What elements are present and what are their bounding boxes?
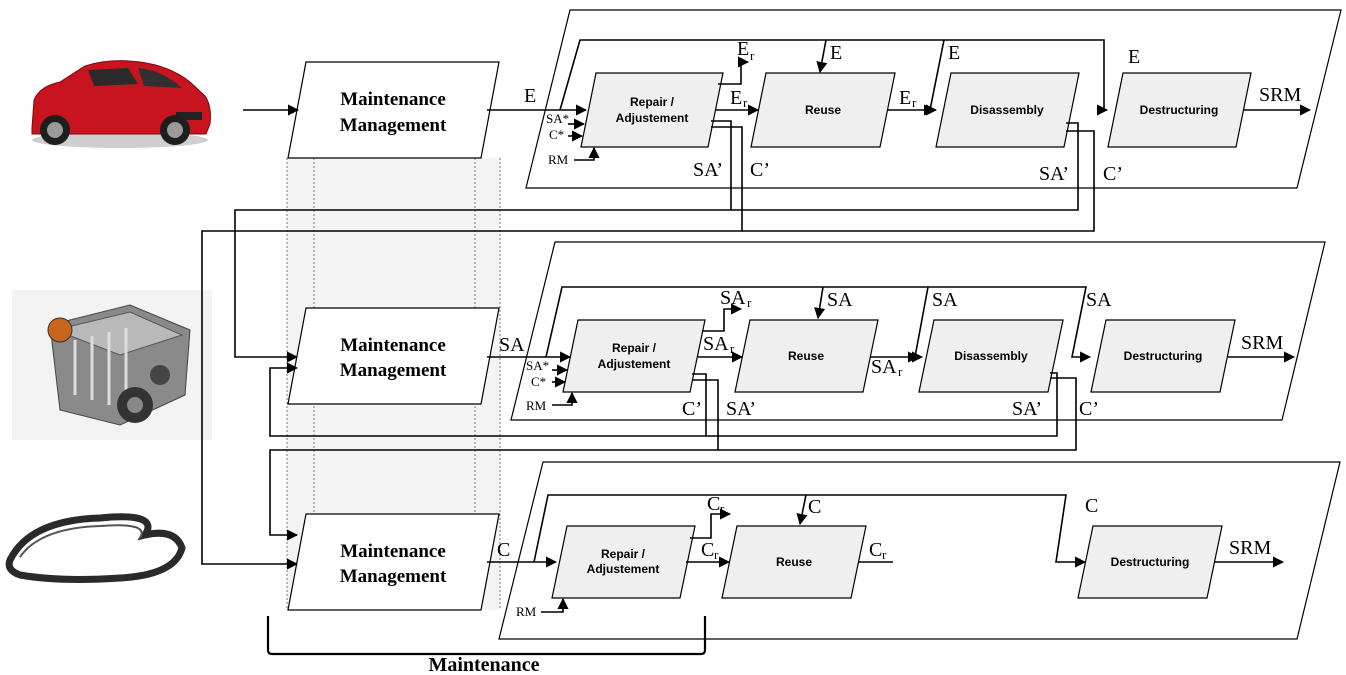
- svg-text:SA: SA: [827, 289, 853, 311]
- svg-text:SA: SA: [720, 287, 746, 309]
- maintenance-management-2: Maintenance Management: [287, 307, 500, 405]
- svg-text:SA: SA: [1086, 289, 1112, 311]
- svg-text:Destructuring: Destructuring: [1124, 349, 1203, 363]
- svg-text:Disassembly: Disassembly: [954, 349, 1028, 363]
- svg-text:Repair /: Repair /: [612, 341, 657, 355]
- svg-text:Adjustement: Adjustement: [587, 562, 660, 576]
- maintenance-bracket: [266, 616, 707, 656]
- svg-text:Disassembly: Disassembly: [970, 103, 1044, 117]
- svg-text:C*: C*: [531, 374, 546, 389]
- svg-text:C’: C’: [1103, 163, 1123, 185]
- engine-image: [12, 290, 212, 440]
- svg-text:Destructuring: Destructuring: [1140, 103, 1219, 117]
- svg-text:Maintenance: Maintenance: [340, 89, 446, 110]
- svg-text:SA’: SA’: [1039, 163, 1069, 185]
- svg-text:C: C: [497, 539, 510, 561]
- level2-repair-box: Repair / Adjustement: [562, 319, 706, 393]
- svg-text:SRM: SRM: [1229, 537, 1271, 559]
- svg-text:C’: C’: [1079, 398, 1099, 420]
- maintenance-management-1: Maintenance Management: [287, 61, 500, 159]
- belt-image: [5, 513, 186, 583]
- svg-text:r: r: [730, 341, 735, 356]
- svg-text:E: E: [830, 42, 842, 64]
- level3-connectors: [487, 494, 1285, 613]
- svg-text:C: C: [707, 493, 720, 515]
- level2-connectors: [487, 286, 1296, 406]
- feedback-loops: [201, 120, 1095, 570]
- svg-text:SA: SA: [932, 289, 958, 311]
- svg-text:SA’: SA’: [726, 398, 756, 420]
- svg-text:C’: C’: [750, 159, 770, 181]
- level3-destructuring-box: Destructuring: [1077, 525, 1223, 599]
- svg-text:Maintenance: Maintenance: [340, 335, 446, 356]
- svg-text:SA’: SA’: [693, 159, 723, 181]
- level2-disassembly-box: Disassembly: [918, 319, 1064, 393]
- svg-text:E: E: [1128, 46, 1140, 68]
- svg-text:RM: RM: [516, 604, 537, 619]
- svg-text:Reuse: Reuse: [776, 555, 812, 569]
- svg-text:C: C: [808, 496, 821, 518]
- svg-text:SRM: SRM: [1241, 332, 1283, 354]
- svg-text:r: r: [898, 364, 903, 379]
- svg-text:E: E: [948, 42, 960, 64]
- level1-disassembly-box: Disassembly: [935, 72, 1080, 148]
- svg-text:r: r: [912, 95, 917, 110]
- level3-repair-box: Repair / Adjustement: [551, 525, 696, 599]
- svg-text:RM: RM: [526, 398, 547, 413]
- svg-text:RM: RM: [548, 152, 569, 167]
- svg-text:C*: C*: [549, 127, 564, 142]
- svg-text:Repair /: Repair /: [630, 95, 675, 109]
- svg-text:SA: SA: [499, 334, 525, 356]
- maintenance-caption: Maintenance: [428, 654, 539, 675]
- svg-text:Reuse: Reuse: [805, 103, 841, 117]
- svg-text:Management: Management: [340, 566, 447, 587]
- svg-text:r: r: [747, 295, 752, 310]
- svg-text:SA*: SA*: [546, 111, 569, 126]
- svg-text:E: E: [524, 85, 536, 107]
- svg-text:Adjustement: Adjustement: [616, 111, 689, 125]
- svg-text:SRM: SRM: [1259, 84, 1301, 106]
- level1-destructuring-box: Destructuring: [1107, 72, 1252, 148]
- level2-reuse-box: Reuse: [734, 319, 879, 393]
- svg-text:E: E: [730, 87, 742, 109]
- svg-text:Repair /: Repair /: [601, 547, 646, 561]
- svg-text:Management: Management: [340, 360, 447, 381]
- svg-text:SA: SA: [871, 356, 897, 378]
- svg-text:E: E: [899, 87, 911, 109]
- svg-text:C’: C’: [682, 398, 702, 420]
- svg-text:E: E: [737, 38, 749, 60]
- svg-text:SA: SA: [703, 333, 729, 355]
- svg-text:SA*: SA*: [526, 358, 549, 373]
- level1-reuse-box: Reuse: [750, 72, 896, 148]
- level3-reuse-box: Reuse: [721, 525, 867, 599]
- svg-text:Adjustement: Adjustement: [598, 357, 671, 371]
- svg-text:Reuse: Reuse: [788, 349, 824, 363]
- level3-labels: C C r C r C r RM C C SRM: [497, 493, 1271, 619]
- car-image: [31, 60, 211, 148]
- svg-text:r: r: [750, 48, 755, 63]
- svg-text:r: r: [720, 501, 725, 516]
- level1-repair-box: Repair / Adjustement: [580, 72, 724, 148]
- level2-labels: SA SA r SA r SA r SA* C* RM C’ SA’ SA’ C…: [499, 287, 1283, 420]
- level1-connectors: [243, 39, 1312, 161]
- svg-text:C: C: [869, 539, 882, 561]
- svg-text:C: C: [701, 539, 714, 561]
- maintenance-management-3: Maintenance Management: [287, 513, 500, 611]
- svg-text:Maintenance: Maintenance: [340, 541, 446, 562]
- level1-labels: E E r E r E r SA* C* RM SA’ C’ SA’ C’ E …: [524, 38, 1301, 185]
- svg-text:C: C: [1085, 495, 1098, 517]
- svg-text:SA’: SA’: [1012, 398, 1042, 420]
- svg-text:r: r: [714, 547, 719, 562]
- level2-destructuring-box: Destructuring: [1090, 319, 1236, 393]
- svg-text:Destructuring: Destructuring: [1111, 555, 1190, 569]
- svg-text:r: r: [743, 95, 748, 110]
- svg-text:r: r: [882, 547, 887, 562]
- svg-text:Management: Management: [340, 115, 447, 136]
